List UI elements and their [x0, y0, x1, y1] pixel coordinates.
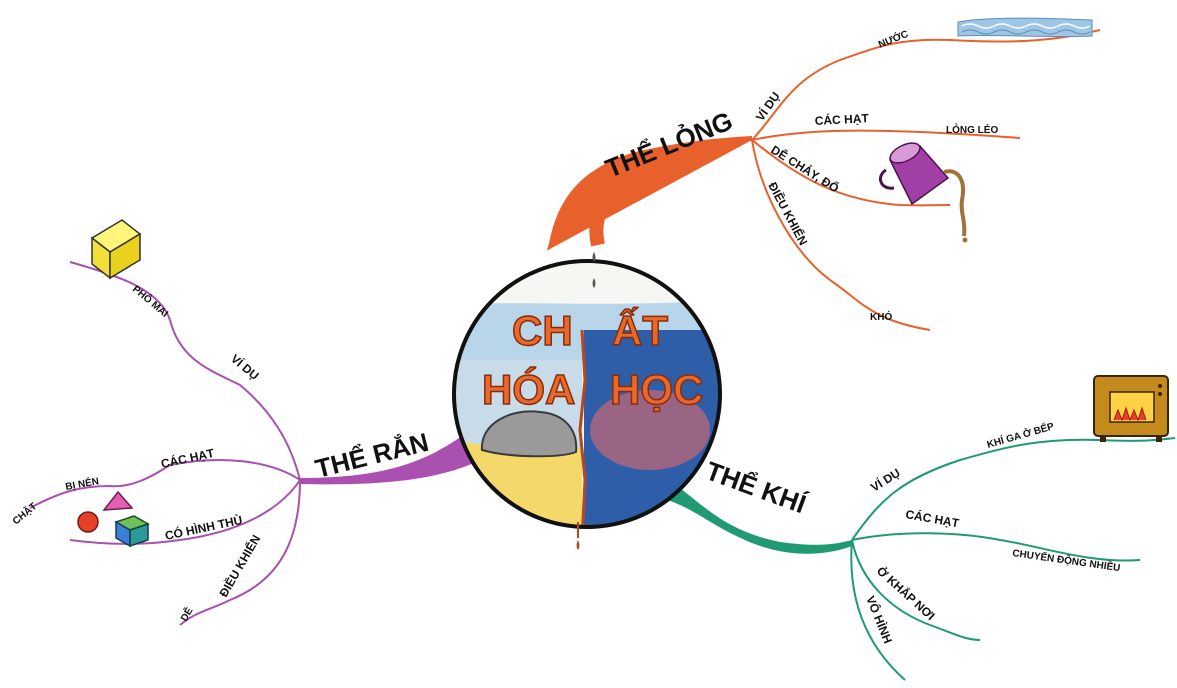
gas-particles-item: CHUYỂN ĐỘNG NHIỀU [1012, 546, 1122, 574]
gas-example-item: KHÍ GA Ở BẾP [985, 419, 1055, 451]
center-circle-outline [452, 259, 722, 529]
liquid-control-item: KHÓ [870, 310, 892, 323]
center-title-line-2: ẤT [612, 307, 668, 354]
liquid-particles-line [751, 129, 1021, 141]
branch-solid: THỂ RẮN VÍ DỤ PHÔ MAI CÁC HẠT BỊ NÉN CHẶ… [10, 219, 480, 626]
solid-particles-item-1: BỊ NÉN [64, 474, 100, 493]
center-title-line-4: HỌC [610, 366, 703, 413]
shapes-icon [77, 490, 150, 548]
solid-control-item: DỄ [177, 605, 195, 624]
branch-gas: THỂ KHÍ VÍ DỤ KHÍ GA Ở BẾP CÁC HẠT CHUYỂ… [660, 375, 1176, 681]
gas-main-branch [660, 480, 852, 554]
solid-example-item: PHÔ MAI [130, 282, 171, 320]
solid-particles-item-2: CHẶT [10, 499, 40, 527]
center-title-line-3: HÓA [482, 365, 575, 413]
liquid-example-item: NƯỚC [876, 27, 910, 51]
solid-example-label: VÍ DỤ [228, 351, 262, 383]
liquid-control-label: ĐIỀU KHIỂN [765, 179, 811, 247]
pitcher-icon [878, 142, 968, 243]
liquid-particles-label: CÁC HẠT [814, 110, 869, 128]
gas-title: THỂ KHÍ [702, 455, 811, 519]
center-node: CH ẤT HÓA HỌC [452, 252, 722, 550]
solid-control-label: ĐIỀU KHIỂN [216, 532, 264, 600]
gas-invisible-label: VÔ HÌNH [863, 594, 896, 646]
center-title-line-1: CH [512, 307, 573, 354]
gas-particles-line [851, 532, 1141, 562]
gas-everywhere-line [851, 539, 981, 641]
solid-particles-label: CÁC HẠT [160, 445, 217, 471]
solid-shape-line [69, 479, 301, 545]
gas-invisible-line [850, 539, 906, 681]
solid-control-line [179, 479, 301, 626]
cheese-icon [90, 219, 142, 280]
liquid-pour-line [751, 139, 951, 207]
solid-main-branch [300, 430, 480, 485]
solid-shape-label: CÓ HÌNH THÙ [164, 512, 244, 543]
solid-particles-line [29, 459, 301, 509]
oven-icon [1093, 375, 1169, 442]
liquid-control-line [751, 139, 931, 331]
liquid-example-line [751, 29, 1101, 141]
liquid-particles-item: LỎNG LẺO [946, 123, 998, 136]
gas-particles-label: CÁC HẠT [904, 506, 960, 530]
gas-example-line [851, 437, 1176, 541]
water-icon [957, 17, 1093, 38]
solid-example-line [69, 261, 301, 481]
